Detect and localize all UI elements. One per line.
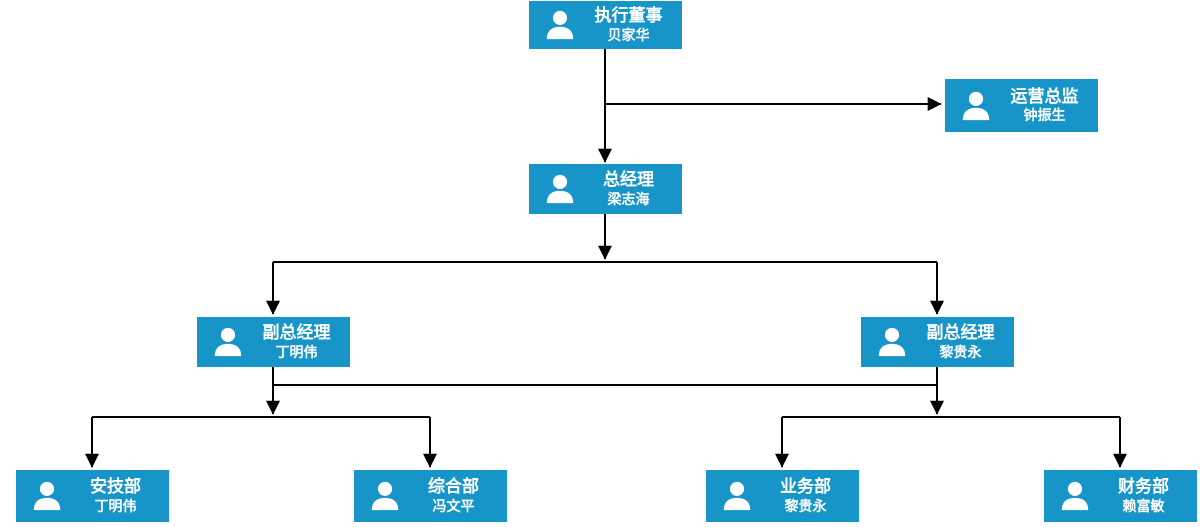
node-name: 丁明伟 [275,343,318,360]
org-node-dept-general-affairs[interactable]: 综合部 冯文平 [354,470,507,522]
node-title: 综合部 [428,477,479,497]
node-title: 副总经理 [262,323,331,343]
node-name: 钟振生 [1023,107,1066,124]
node-title: 业务部 [780,477,831,497]
node-name: 丁明伟 [94,497,137,514]
person-icon [368,479,402,513]
person-icon [211,325,245,359]
node-title: 安技部 [90,477,141,497]
person-icon [30,479,64,513]
person-icon [875,325,909,359]
node-name: 冯文平 [432,497,475,514]
org-node-executive-director[interactable]: 执行董事 贝家华 [529,1,682,49]
node-title: 财务部 [1118,477,1169,497]
org-node-deputy-general-manager-right[interactable]: 副总经理 黎贵永 [861,317,1014,367]
node-name: 黎贵永 [939,343,982,360]
person-icon [959,89,993,123]
node-name: 赖富敏 [1122,497,1165,514]
org-node-operations-director[interactable]: 运营总监 钟振生 [945,79,1098,132]
node-title: 执行董事 [594,6,663,26]
node-name: 梁志海 [607,190,650,207]
node-title: 总经理 [603,170,654,190]
org-node-general-manager[interactable]: 总经理 梁志海 [529,164,682,214]
node-title: 运营总监 [1010,86,1079,106]
person-icon [543,8,577,42]
person-icon [543,172,577,206]
person-icon [720,479,754,513]
node-title: 副总经理 [926,323,995,343]
org-node-deputy-general-manager-left[interactable]: 副总经理 丁明伟 [197,317,350,367]
org-node-dept-safety-tech[interactable]: 安技部 丁明伟 [16,470,169,522]
node-name: 贝家华 [607,26,650,43]
person-icon [1058,479,1092,513]
node-name: 黎贵永 [784,497,827,514]
org-node-dept-finance[interactable]: 财务部 赖富敏 [1044,470,1197,522]
org-node-dept-business[interactable]: 业务部 黎贵永 [706,470,859,522]
